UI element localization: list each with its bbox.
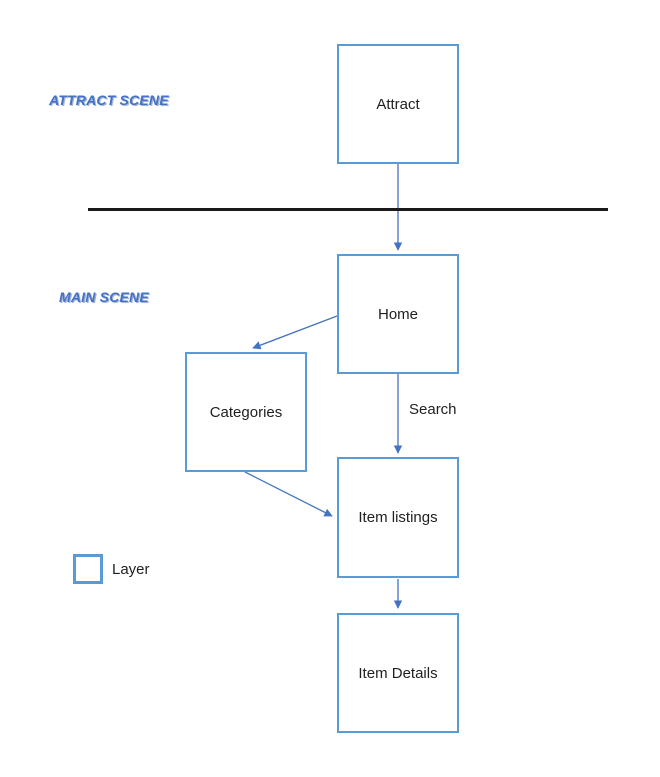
scene-label-main: MAIN SCENE <box>59 289 149 305</box>
scene-divider-line <box>88 208 608 211</box>
legend-layer-swatch <box>73 554 103 584</box>
node-categories: Categories <box>185 352 307 472</box>
arrow-home-to-categories <box>252 315 338 350</box>
node-attract-label: Attract <box>376 95 420 113</box>
legend-layer-label: Layer <box>112 561 150 578</box>
edge-label-search: Search <box>409 401 457 418</box>
node-home: Home <box>337 254 459 374</box>
node-item-details-label: Item Details <box>358 664 438 682</box>
node-attract: Attract <box>337 44 459 164</box>
node-item-listings-label: Item listings <box>358 509 438 526</box>
arrow-categories-to-item-listings <box>244 471 333 517</box>
node-item-listings: Item listings <box>337 457 459 578</box>
scene-label-attract: ATTRACT SCENE <box>49 92 169 108</box>
node-categories-label: Categories <box>209 403 283 421</box>
node-home-label: Home <box>377 305 418 323</box>
node-item-details: Item Details <box>337 613 459 733</box>
